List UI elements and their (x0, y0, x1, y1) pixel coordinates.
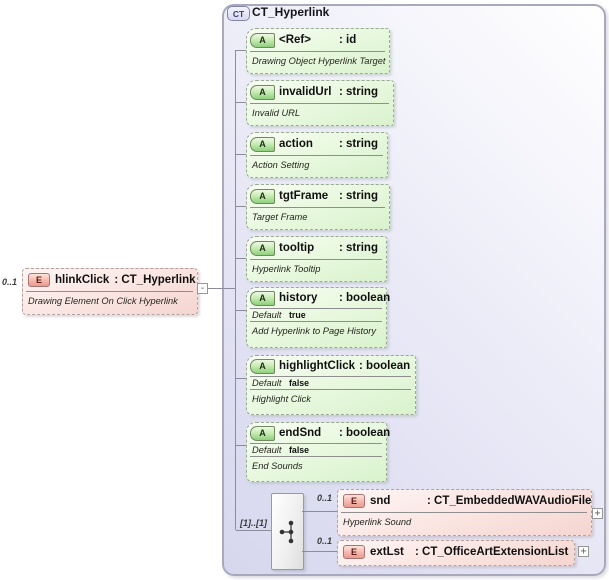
attribute-description: Drawing Object Hyperlink Target (252, 56, 386, 66)
attribute-icon: A (250, 136, 275, 152)
connector-child (302, 511, 337, 512)
attribute-type: : string (339, 138, 378, 150)
element-name: extLst (370, 546, 404, 558)
attribute-name: tgtFrame (279, 190, 329, 202)
attribute-icon: A (250, 290, 275, 306)
divider (250, 376, 411, 377)
connector-stub (236, 378, 246, 379)
element-type: : CT_OfficeArtExtensionList (415, 546, 569, 558)
attribute-box-endSnd: A endSnd : boolean Default false End Sou… (246, 422, 391, 482)
attribute-name: tooltip (279, 242, 315, 254)
element-description: Drawing Element On Click Hyperlink (28, 296, 178, 306)
child-cardinality: 0..1 (316, 493, 332, 503)
element-box-hlinkClick[interactable]: E hlinkClick : CT_Hyperlink Drawing Elem… (22, 268, 198, 315)
element-icon: E (343, 494, 365, 508)
attribute-name: history (279, 292, 318, 304)
attribute-type: : boolean (339, 427, 391, 439)
attribute-box-tgtFrame: A tgtFrame : string Target Frame (246, 184, 390, 230)
connector-root (196, 288, 236, 289)
divider (250, 207, 385, 208)
attribute-type: : id (339, 34, 357, 46)
attribute-description: Hyperlink Tooltip (252, 264, 321, 274)
divider (250, 308, 382, 309)
root-cardinality: 0..1 (2, 277, 18, 287)
divider (250, 155, 383, 156)
default-value: false (289, 378, 310, 388)
element-box-extLst[interactable]: E extLst : CT_OfficeArtExtensionList (337, 540, 575, 566)
attribute-description: Action Setting (252, 160, 310, 170)
sequence-cardinality: [1]..[1] (240, 518, 267, 528)
divider (250, 51, 385, 52)
sequence-compositor[interactable] (271, 493, 304, 570)
attribute-description: Highlight Click (252, 394, 311, 404)
default-label: Default (252, 445, 282, 455)
element-description: Hyperlink Sound (343, 517, 412, 527)
attribute-type: : boolean (339, 292, 391, 304)
child-cardinality: 0..1 (316, 536, 332, 546)
connector-stub (236, 50, 246, 51)
divider (26, 291, 193, 292)
attribute-icon: A (250, 188, 275, 204)
divider (341, 512, 587, 513)
attribute-icon: A (250, 84, 275, 100)
attribute-icon: A (250, 32, 275, 48)
divider (250, 103, 389, 104)
connector-stub (236, 206, 246, 207)
attribute-icon: A (250, 358, 275, 374)
connector-stub (236, 445, 246, 446)
default-value: true (289, 310, 306, 320)
attribute-type: : string (339, 86, 378, 98)
connector-stub (236, 102, 246, 103)
attribute-name: invalidUrl (279, 86, 332, 98)
element-type: : CT_EmbeddedWAVAudioFile (427, 495, 592, 507)
connector-spine (235, 50, 236, 530)
attribute-box-tooltip: A tooltip : string Hyperlink Tooltip (246, 236, 387, 282)
connector-stub (236, 154, 246, 155)
divider (250, 321, 382, 322)
attribute-box-highlightClick: A highlightClick : boolean Default false… (246, 355, 416, 415)
element-icon: E (28, 273, 50, 287)
attribute-type: : string (339, 190, 378, 202)
divider (250, 443, 382, 444)
element-icon: E (343, 545, 365, 559)
default-label: Default (252, 378, 282, 388)
attribute-box-ref: A <Ref> : id Drawing Object Hyperlink Ta… (246, 28, 390, 74)
attribute-description: Invalid URL (252, 108, 301, 118)
connector-stub (236, 310, 246, 311)
sequence-icon (279, 520, 293, 543)
attribute-box-action: A action : string Action Setting (246, 132, 388, 178)
attribute-name: <Ref> (279, 34, 311, 46)
attribute-name: action (279, 138, 313, 150)
attribute-description: End Sounds (252, 461, 303, 471)
divider (250, 389, 411, 390)
complex-type-title: CT_Hyperlink (252, 5, 330, 19)
default-label: Default (252, 310, 282, 320)
divider (250, 456, 382, 457)
default-value: false (289, 445, 310, 455)
attribute-description: Add Hyperlink to Page History (252, 326, 377, 336)
connector-child (302, 551, 337, 552)
attribute-icon: A (250, 240, 275, 256)
element-box-snd[interactable]: E snd : CT_EmbeddedWAVAudioFile Hyperlin… (337, 489, 592, 536)
attribute-type: : string (339, 242, 378, 254)
connector-sequence (236, 530, 271, 531)
expand-button[interactable]: + (592, 508, 603, 519)
element-name: hlinkClick (55, 274, 110, 286)
attribute-name: endSnd (279, 427, 322, 439)
element-name: snd (370, 495, 391, 507)
attribute-name: highlightClick (279, 360, 356, 372)
divider (250, 259, 382, 260)
expand-button[interactable]: + (578, 546, 589, 557)
collapse-button[interactable]: - (197, 283, 208, 294)
attribute-box-invalidUrl: A invalidUrl : string Invalid URL (246, 80, 394, 126)
attribute-type: : boolean (359, 360, 411, 372)
attribute-description: Target Frame (252, 212, 308, 222)
complex-type-icon: CT (227, 6, 250, 21)
attribute-box-history: A history : boolean Default true Add Hyp… (246, 287, 391, 348)
attribute-icon: A (250, 425, 275, 441)
element-type: : CT_Hyperlink (114, 274, 196, 286)
connector-stub (236, 258, 246, 259)
